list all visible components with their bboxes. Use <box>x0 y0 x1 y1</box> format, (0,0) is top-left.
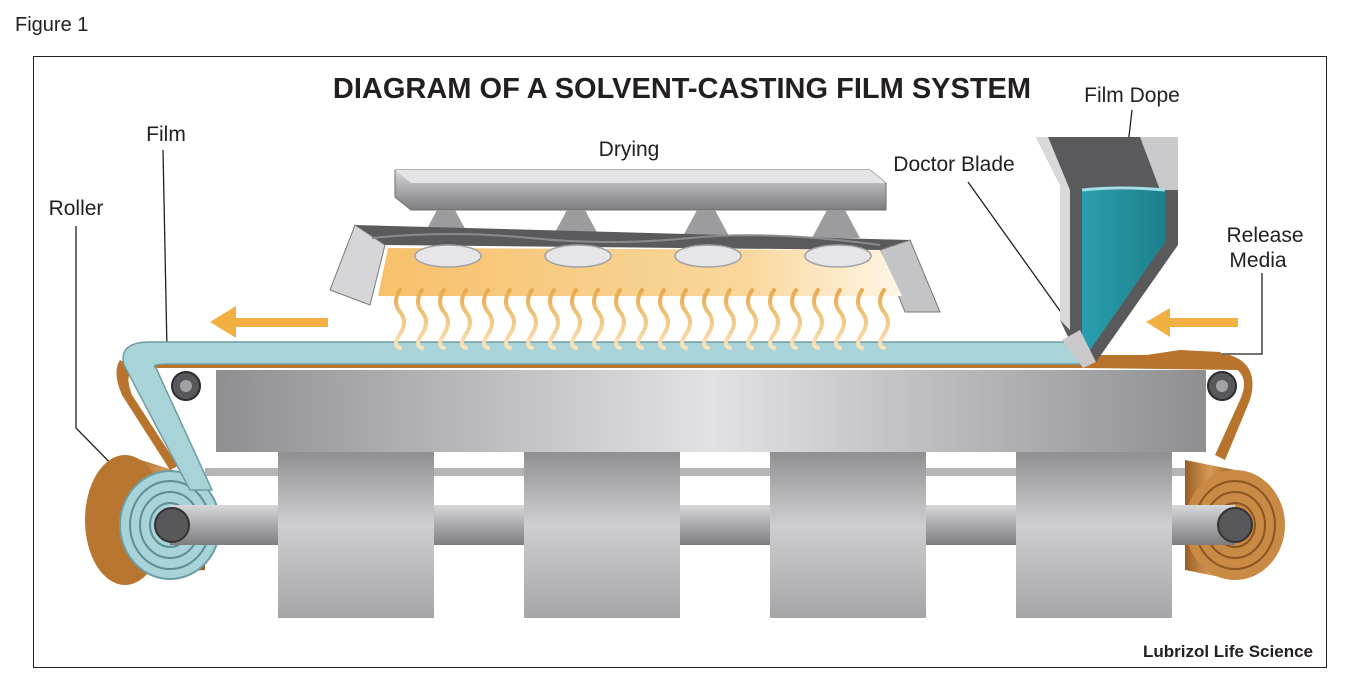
leader-release-media <box>1185 273 1263 355</box>
diagram-title: DIAGRAM OF A SOLVENT-CASTING FILM SYSTEM <box>333 73 1031 105</box>
figure-frame <box>33 56 1327 668</box>
direction-arrow-right <box>1146 308 1238 337</box>
left-roller <box>85 455 278 585</box>
right-roller <box>1172 460 1285 580</box>
leader-film <box>162 149 168 351</box>
label-roller: Roller <box>49 197 104 220</box>
casting-bed <box>216 370 1206 452</box>
release-media-return <box>116 360 178 470</box>
drying-unit <box>329 169 941 350</box>
label-drying: Drying <box>599 138 660 161</box>
doctor-blade <box>1062 330 1096 368</box>
credit-text: Lubrizol Life Science <box>1143 642 1313 661</box>
hopper <box>1036 137 1178 368</box>
label-film: Film <box>146 123 186 146</box>
heat-waves <box>394 288 890 350</box>
label-doctor-blade: Doctor Blade <box>893 153 1014 176</box>
table-supports <box>205 450 1185 618</box>
film-strip <box>122 341 1086 491</box>
film-dope <box>1082 190 1165 350</box>
leader-roller <box>75 226 126 479</box>
direction-arrow-left <box>210 306 328 338</box>
label-film-dope: Film Dope <box>1084 84 1180 107</box>
label-release-media-2: Media <box>1229 249 1287 272</box>
label-release-media-1: Release <box>1226 224 1303 247</box>
figure-label: Figure 1 <box>15 14 89 36</box>
release-media-entry <box>1085 350 1240 370</box>
leader-doctor-blade <box>967 181 1069 323</box>
